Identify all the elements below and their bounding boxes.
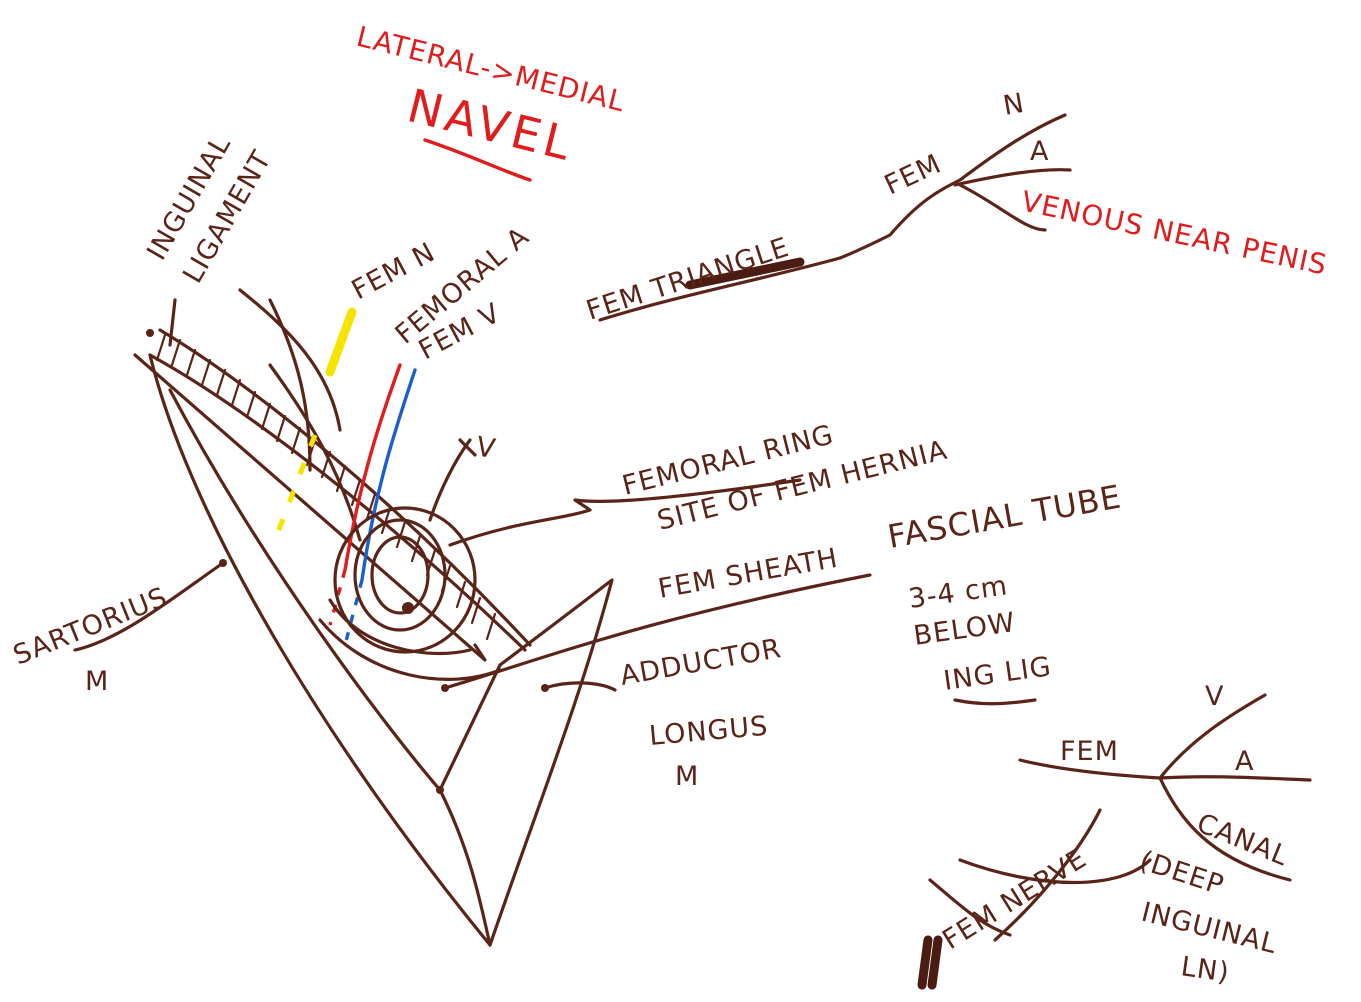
adductor-longus-muscle [440,580,612,945]
longus-label: LONGUS [648,711,770,752]
venous-near-penis-label: VENOUS NEAR PENIS [1019,185,1331,282]
sartorius-m-label: M [85,666,109,697]
below-label: BELOW [912,607,1018,652]
fem-sheath-label: FEM SHEATH [656,543,841,605]
deep-label: (DEEP [1136,845,1228,901]
a-label: A [1030,136,1049,167]
a2-label: A [1235,746,1254,777]
adductor-m-label: M [675,761,699,792]
fem2-label: FEM [1060,736,1119,767]
ing-lig-label: ING LIG [942,651,1054,697]
v-label: V [474,431,499,465]
fascial-tube-label: FASCIAL TUBE [885,477,1124,555]
sartorius-label: SARTORIUS [9,582,172,672]
distance-label: 3-4 cm [907,570,1010,615]
v2-label: V [1205,681,1224,712]
inguinal-ln-label: INGUINAL [1138,897,1280,961]
n-label: N [1001,88,1027,122]
ln-label: LN) [1179,951,1232,988]
adductor-label: ADDUCTOR [618,633,784,692]
